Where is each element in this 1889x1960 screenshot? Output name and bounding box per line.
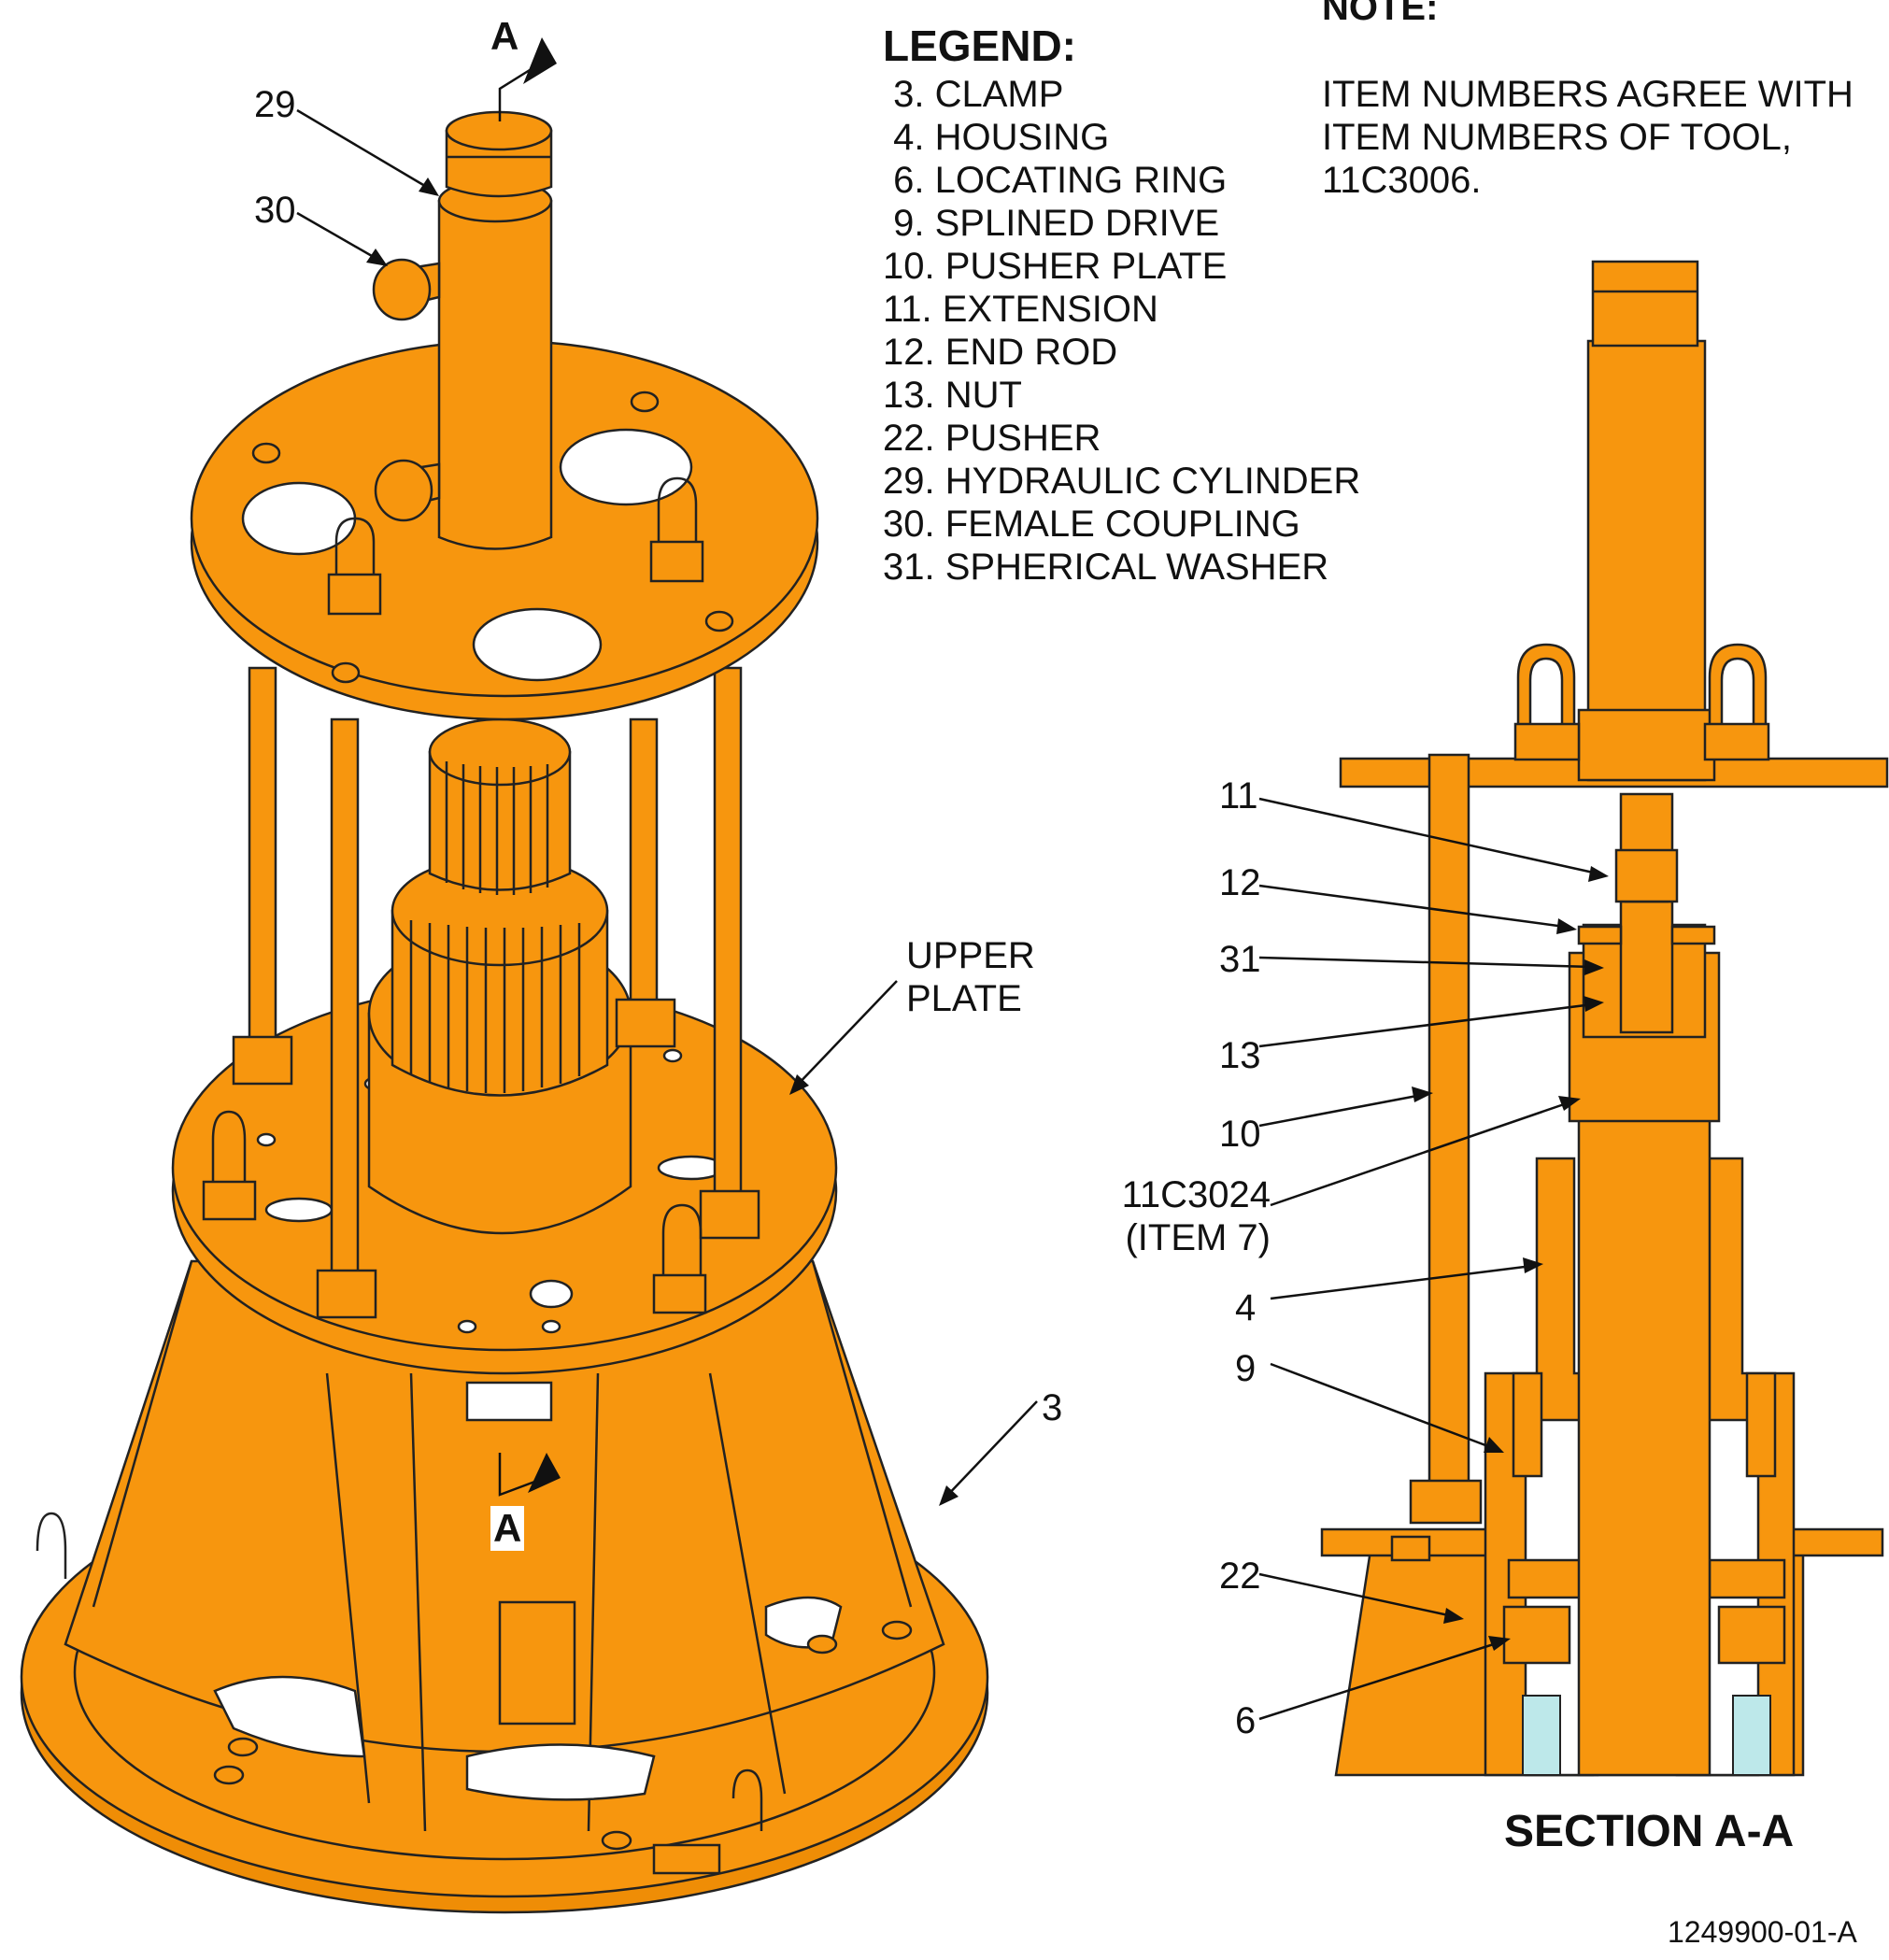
- legend-item: 6. LOCATING RING: [883, 160, 1228, 201]
- legend-item: 10. PUSHER PLATE: [883, 246, 1228, 287]
- legend-item: 11. EXTENSION: [883, 289, 1158, 330]
- section-mark-top: A: [490, 14, 519, 58]
- callout-4: 4: [1235, 1287, 1257, 1328]
- note-title: NOTE:: [1322, 0, 1439, 28]
- callout-11: 11: [1219, 775, 1258, 817]
- legend-item: 22. PUSHER: [883, 418, 1101, 459]
- tie-rods: [232, 666, 760, 1319]
- legend-item: 30. FEMALE COUPLING: [883, 504, 1300, 545]
- legend-item: 31. SPHERICAL WASHER: [883, 547, 1329, 588]
- legend-item: 3. CLAMP: [883, 74, 1064, 115]
- plate-shackles: [202, 1110, 707, 1314]
- note-text: ITEM NUMBERS AGREE WITH ITEM NUMBERS OF …: [1322, 74, 1853, 201]
- callout-30: 30: [254, 190, 296, 231]
- female-couplings: [372, 258, 441, 522]
- legend-item: 12. END ROD: [883, 332, 1118, 373]
- callout-6: 6: [1235, 1700, 1257, 1741]
- legend-item: 9. SPLINED DRIVE: [883, 203, 1220, 244]
- section-view: [1258, 260, 1889, 1777]
- section-title: SECTION A-A: [1504, 1807, 1795, 1856]
- callout-22: 22: [1219, 1555, 1261, 1597]
- legend-list: 3. CLAMP 4. HOUSING 6. LOCATING RING 9. …: [883, 73, 1360, 589]
- callout-9: 9: [1235, 1348, 1257, 1389]
- drawing-id: 1249900-01-A: [1668, 1915, 1857, 1949]
- callout-3: 3: [1042, 1387, 1063, 1428]
- hydraulic-cylinder: [437, 110, 553, 550]
- callout-10: 10: [1219, 1114, 1261, 1155]
- housing-and-splined-drive: [367, 717, 632, 1235]
- section-cut-arrows: [498, 37, 561, 1497]
- callout-31: 31: [1219, 939, 1261, 980]
- legend-item: 13. NUT: [883, 375, 1022, 416]
- legend-item: 29. HYDRAULIC CYLINDER: [883, 461, 1361, 502]
- legend-title: LEGEND:: [883, 21, 1076, 70]
- legend-item: 4. HOUSING: [883, 117, 1110, 158]
- section-mark-bottom: A: [490, 1506, 525, 1551]
- iso-leader-lines: [296, 108, 1038, 1506]
- callout-29: 29: [254, 84, 296, 125]
- callout-item7: 11C3024 (ITEM 7): [1121, 1174, 1271, 1258]
- callout-13: 13: [1219, 1035, 1261, 1076]
- section-leader-lines: [1258, 797, 1609, 1721]
- callout-12: 12: [1219, 862, 1261, 903]
- callout-upper-plate: UPPER PLATE: [906, 935, 1035, 1019]
- isometric-tool-view: [20, 37, 1038, 1914]
